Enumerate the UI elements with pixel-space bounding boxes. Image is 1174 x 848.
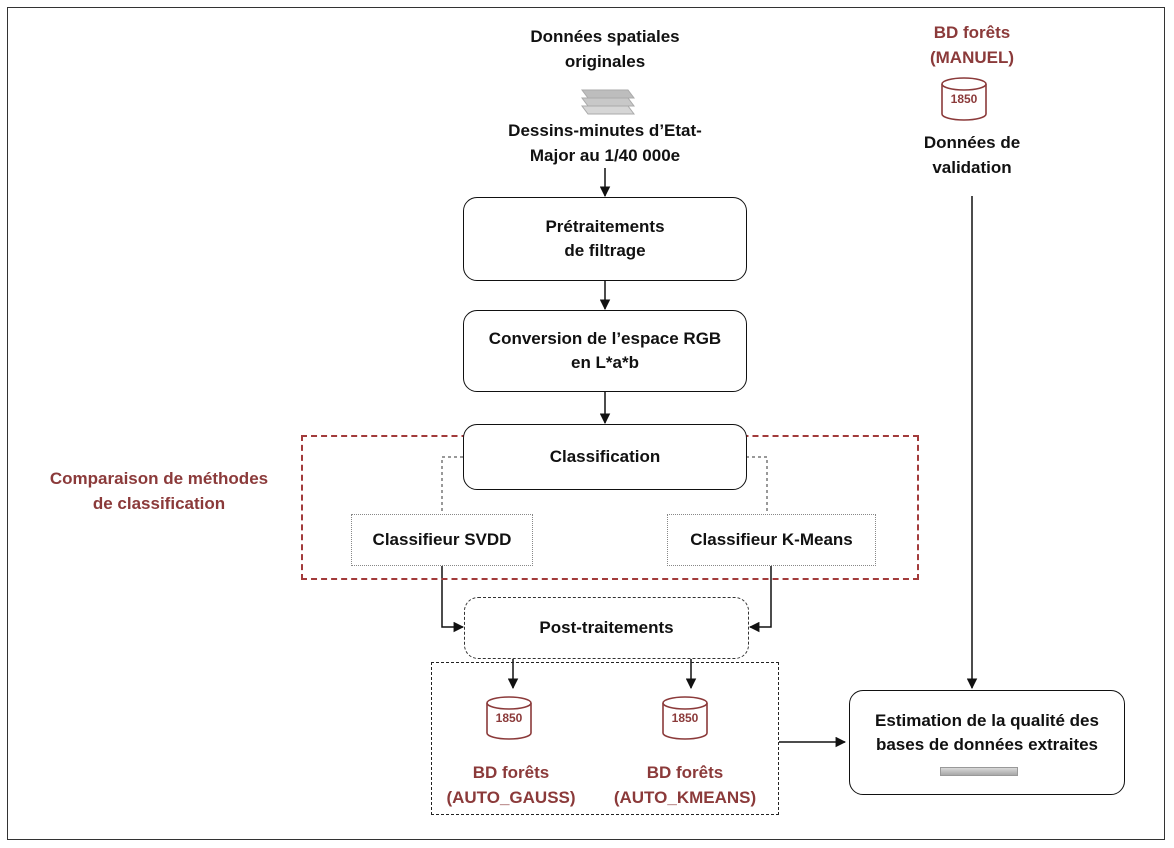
validation-database-icon: 1850 <box>938 76 990 122</box>
output-kmeans-database-icon: 1850 <box>659 695 711 741</box>
output-kmeans-year: 1850 <box>671 711 699 725</box>
validation-db-label: BD forêts (MANUEL) <box>929 23 1015 67</box>
ruler-icon <box>940 767 1018 776</box>
validation-caption: Données de validation <box>923 133 1021 177</box>
arrow-svdd-to-post <box>441 566 465 633</box>
kmeans-box: Classifieur K-Means <box>667 514 876 566</box>
layers-icon <box>581 89 635 115</box>
svdd-box: Classifieur SVDD <box>351 514 533 566</box>
source-subtitle: Dessins-minutes d’Etat- Major au 1/40 00… <box>508 121 702 165</box>
connector-classification-right <box>746 456 768 514</box>
conversion-box: Conversion de l’espace RGB en L*a*b <box>463 310 747 392</box>
comparison-label: Comparaison de méthodes de classificatio… <box>49 469 269 513</box>
output-gauss-label: BD forêts (AUTO_GAUSS) <box>446 763 576 807</box>
diagram-frame <box>7 7 1165 840</box>
outputs-group <box>431 662 779 815</box>
validation-db-year: 1850 <box>950 92 978 106</box>
arrow-kmeans-to-post <box>748 566 772 633</box>
output-kmeans-label: BD forêts (AUTO_KMEANS) <box>613 763 757 807</box>
connector-classification-left <box>441 456 463 514</box>
classification-box: Classification <box>463 424 747 490</box>
post-traitement-box: Post-traitements <box>464 597 749 659</box>
source-title: Données spatiales originales <box>530 27 680 71</box>
estimation-label: Estimation de la qualité des bases de do… <box>875 711 1099 754</box>
output-gauss-year: 1850 <box>495 711 523 725</box>
pretraitement-box: Prétraitements de filtrage <box>463 197 747 281</box>
output-gauss-database-icon: 1850 <box>483 695 535 741</box>
estimation-box: Estimation de la qualité des bases de do… <box>849 690 1125 795</box>
